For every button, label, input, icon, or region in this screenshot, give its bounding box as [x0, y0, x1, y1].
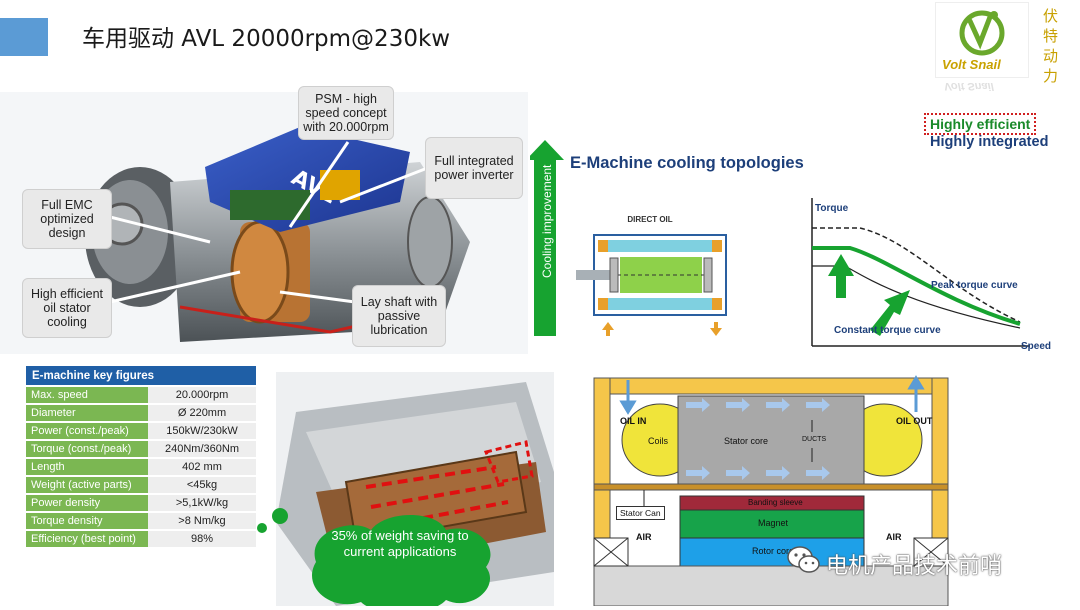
- callout-oil-stator-cooling: High efficient oil stator cooling: [22, 278, 112, 338]
- oil-out-label: OIL OUT: [896, 416, 933, 426]
- logo-reflection: Volt Snail: [944, 80, 994, 92]
- table-row: Torque density>8 Nm/kg: [26, 511, 256, 530]
- stator-cutaway-image: [276, 372, 554, 610]
- oil-in-label: OIL IN: [620, 416, 647, 426]
- table-cell-value: Ø 220mm: [148, 403, 256, 422]
- air-label-right: AIR: [886, 532, 902, 542]
- table-cell-key: Power density: [26, 493, 148, 512]
- rotor-core-label: Rotor core: [752, 546, 795, 556]
- callout-emc-design: Full EMC optimized design: [22, 189, 112, 249]
- highly-integrated-label: Highly integrated: [930, 134, 1049, 150]
- cooling-title: E-Machine cooling topologies: [570, 154, 804, 172]
- title-accent-bar: [0, 18, 48, 56]
- table-row: Weight (active parts)<45kg: [26, 475, 256, 494]
- table-cell-key: Weight (active parts): [26, 475, 148, 494]
- weight-saving-text: 35% of weight saving to current applicat…: [331, 528, 469, 559]
- peak-torque-curve-label: Peak torque curve: [931, 280, 1018, 291]
- table-cell-value: 98%: [148, 529, 256, 547]
- callout-psm-high-speed: PSM - high speed concept with 20.000rpm: [298, 86, 394, 140]
- direct-oil-label: DIRECT OIL: [627, 215, 673, 224]
- speed-axis-label: Speed: [1021, 341, 1052, 352]
- snail-logo-icon: [959, 10, 1005, 56]
- table-header: E-machine key figures: [26, 366, 256, 386]
- callout-integrated-inverter: Full integrated power inverter: [425, 137, 523, 199]
- highly-efficient-label: Highly efficient: [924, 113, 1037, 135]
- stator-can-label: Stator Can: [616, 506, 665, 520]
- brand-logo: [935, 2, 1029, 78]
- table-cell-value: >8 Nm/kg: [148, 511, 256, 530]
- table-cell-value: >5,1kW/kg: [148, 493, 256, 512]
- magnet-label: Magnet: [758, 518, 789, 528]
- banding-sleeve-label: Banding sleeve: [748, 498, 803, 507]
- stator-cutaway-photo: [257, 372, 554, 610]
- table-row: Power (const./peak)150kW/230kW: [26, 421, 256, 440]
- table-cell-key: Efficiency (best point): [26, 529, 148, 547]
- wechat-icon: [787, 546, 820, 573]
- cloud-bubble-dots: [257, 508, 288, 533]
- logo-brand-text: Volt Snail: [942, 57, 1001, 72]
- table-row: Efficiency (best point)98%: [26, 529, 256, 547]
- table-cell-value: 402 mm: [148, 457, 256, 476]
- ducts-label: DUCTS: [802, 436, 827, 443]
- stator-core-label: Stator core: [724, 436, 769, 446]
- table-cell-value: 20.000rpm: [148, 385, 256, 404]
- watermark-text: 电机产品技术前哨: [826, 554, 1003, 579]
- table-row: Power density>5,1kW/kg: [26, 493, 256, 512]
- weight-saving-cloud: [312, 515, 491, 610]
- table-cell-value: 150kW/230kW: [148, 421, 256, 440]
- cooling-improvement-arrow: [526, 140, 564, 336]
- table-row: Torque (const./peak)240Nm/360Nm: [26, 439, 256, 458]
- torque-axis-label: Torque: [815, 203, 849, 214]
- table-cell-key: Length: [26, 457, 148, 476]
- slide-title: 车用驱动 AVL 20000rpm@230kw: [82, 26, 451, 52]
- cross-section-diagram: [593, 375, 949, 607]
- table-cell-key: Power (const./peak): [26, 421, 148, 440]
- cooling-topologies-panel: [526, 100, 1080, 355]
- motor-cross-section: OIL IN OIL OUT Coils Stator core DUCTS S…: [576, 372, 968, 607]
- cooling-diagram: [526, 140, 1030, 347]
- table-cell-key: Torque (const./peak): [26, 439, 148, 458]
- logo-chinese-text: 伏特动力: [1043, 7, 1059, 85]
- table-header-row: E-machine key figures: [26, 366, 256, 386]
- coils-label: Coils: [648, 436, 669, 446]
- table-cell-key: Diameter: [26, 403, 148, 422]
- constant-torque-curve-label: Constant torque curve: [834, 325, 941, 336]
- callout-lay-shaft: Lay shaft with passive lubrication: [352, 285, 446, 347]
- air-label-left: AIR: [636, 532, 652, 542]
- cooling-improvement-label: Cooling improvement: [540, 164, 554, 278]
- table-cell-value: <45kg: [148, 475, 256, 494]
- table-cell-key: Torque density: [26, 511, 148, 530]
- table-cell-key: Max. speed: [26, 385, 148, 404]
- table-cell-value: 240Nm/360Nm: [148, 439, 256, 458]
